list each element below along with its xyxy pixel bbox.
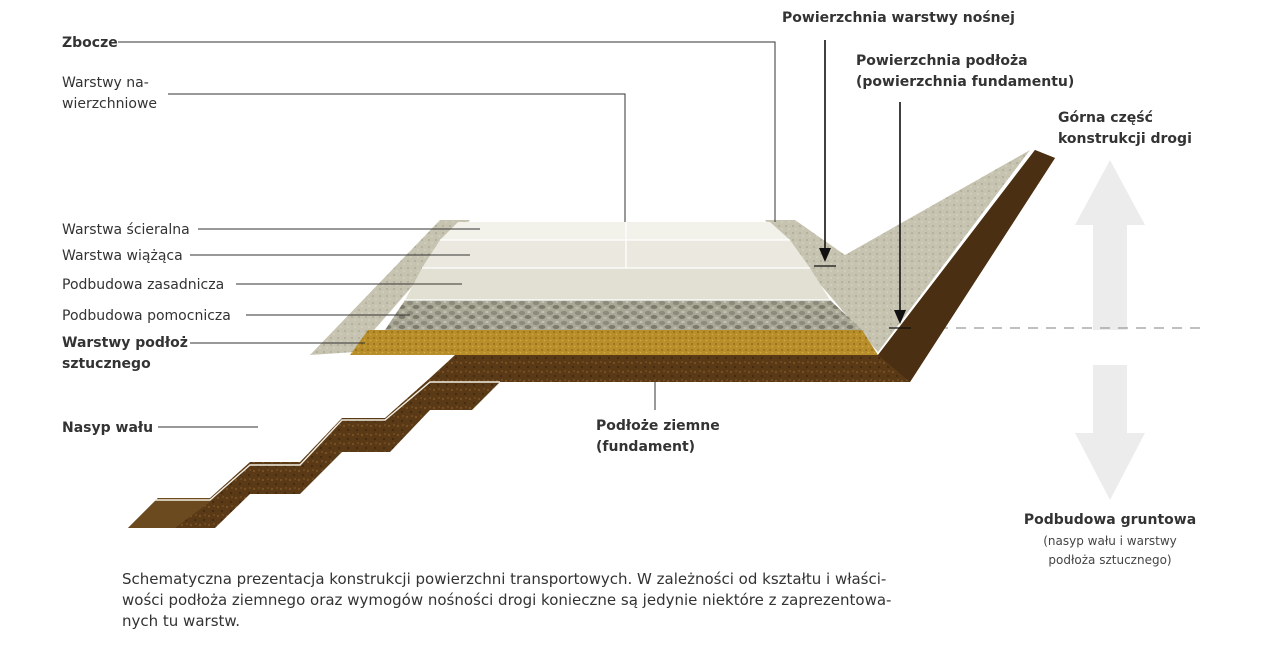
arrow-warstwa-nosna [814,40,836,267]
arrow-powierzchnia-podloza [889,102,911,329]
leader-lines [118,41,776,428]
label-nasyp-walu: Nasyp wału [62,420,153,436]
label-warstwa-wiazaca: Warstwa wiążąca [62,248,183,264]
layer-warstwa-wiazaca [422,240,810,268]
lower-arrow [1075,365,1145,500]
label-warstwy-nawierzchniowe-2: wierzchniowe [62,96,157,112]
label-podbudowa-gruntowa-note-1: (nasyp wału i warstwy [1043,534,1177,548]
label-zbocze: Zbocze [62,35,118,51]
caption-line-1: Schematyczna prezentacja konstrukcji pow… [122,570,886,588]
label-warstwy-nawierzchniowe-1: Warstwy na- [62,75,149,91]
upper-arrow [1075,160,1145,330]
leader-warstwy-nawierzchniowe [168,93,626,222]
label-podloze-ziemne-1: Podłoże ziemne [596,418,720,434]
label-podloze-ziemne-2: (fundament) [596,439,695,455]
right-slope-soil [878,150,1055,382]
layer-podbudowa-zasadnicza [405,268,830,300]
label-powierzchnia-warstwy-nosnej: Powierzchnia warstwy nośnej [782,10,1015,26]
label-warstwa-scieralna: Warstwa ścieralna [62,222,190,238]
label-podbudowa-pomocnicza: Podbudowa pomocnicza [62,308,231,324]
embankment-step-line [155,381,500,501]
embankment-front [128,498,215,528]
label-gorna-czesc-1: Górna część [1058,110,1153,126]
layer-separators [405,222,830,301]
caption-line-3: nych tu warstw. [122,612,240,630]
leader-zbocze [118,41,776,222]
layer-podbudowa-pomocnicza [385,300,862,330]
label-podbudowa-gruntowa: Podbudowa gruntowa [1024,512,1196,528]
label-podbudowa-gruntowa-note-2: podłoża sztucznego) [1048,553,1171,567]
label-podbudowa-zasadnicza: Podbudowa zasadnicza [62,277,224,293]
layer-warstwa-scieralna [440,222,790,240]
left-slope [310,220,470,355]
label-warstwy-podloz-2: sztucznego [62,356,151,372]
embankment-soil [128,150,1055,528]
caption-line-2: wości podłoża ziemnego oraz wymogów nośn… [122,591,891,609]
label-powierzchnia-podloza-2: (powierzchnia fundamentu) [856,74,1074,90]
label-gorna-czesc-2: konstrukcji drogi [1058,131,1192,147]
sand-layer [350,330,878,355]
right-slope [765,150,1030,352]
label-warstwy-podloz-1: Warstwy podłoż [62,335,188,351]
label-powierzchnia-podloza-1: Powierzchnia podłoża [856,53,1028,69]
